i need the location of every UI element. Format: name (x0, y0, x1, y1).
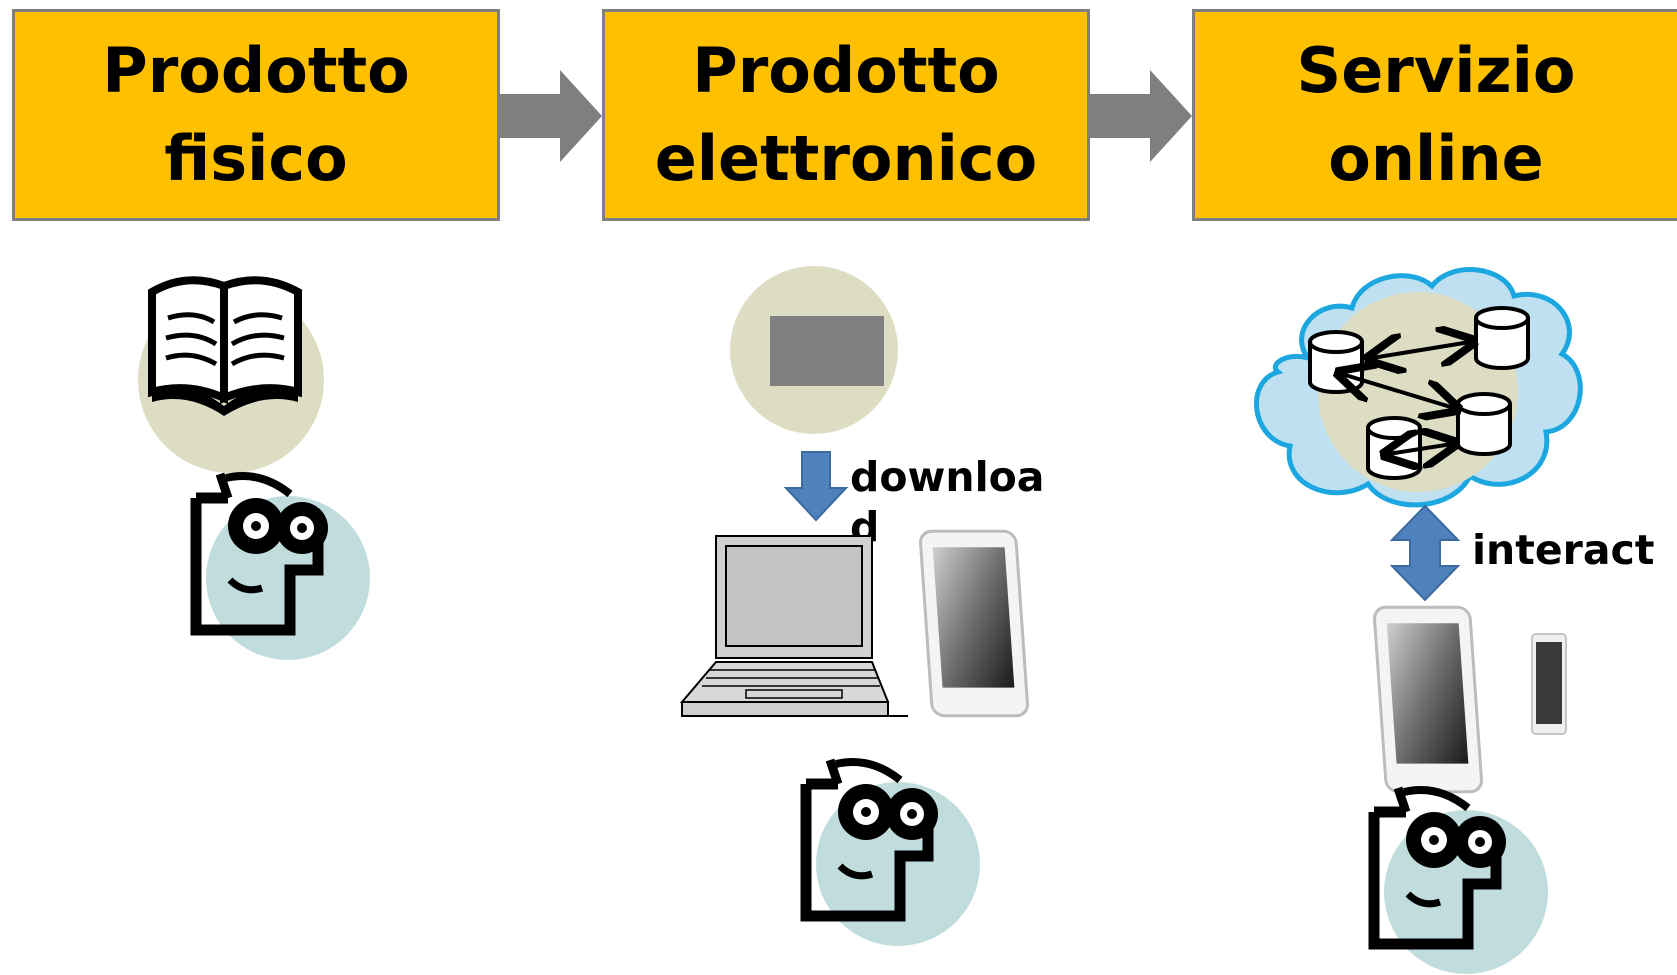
database-links-icon (1300, 300, 1560, 500)
download-arrow-icon (783, 451, 849, 522)
person-icon (190, 472, 370, 660)
person-icon (1368, 786, 1548, 974)
tablet-icon (1531, 633, 1567, 735)
document-icon (730, 266, 898, 434)
stage-box-physical-product: Prodotto fisico (12, 9, 500, 221)
stage-title-electronic-product: Prodotto elettronico (654, 34, 1038, 195)
book-icon (138, 276, 324, 473)
flow-arrow-2 (1090, 70, 1192, 162)
laptop-icon (679, 535, 908, 717)
interact-arrow-icon (1389, 504, 1461, 602)
interact-label: interact (1472, 526, 1655, 574)
stage-box-electronic-product: Prodotto elettronico (602, 9, 1090, 221)
stage-title-online-service: Servizio online (1296, 34, 1576, 195)
stage-title-physical-product: Prodotto fisico (102, 34, 410, 195)
person-icon (800, 758, 980, 946)
tablet-icon (1373, 605, 1483, 794)
stage-box-online-service: Servizio online (1192, 9, 1677, 221)
flow-arrow-1 (500, 70, 602, 162)
tablet-icon (919, 529, 1029, 718)
